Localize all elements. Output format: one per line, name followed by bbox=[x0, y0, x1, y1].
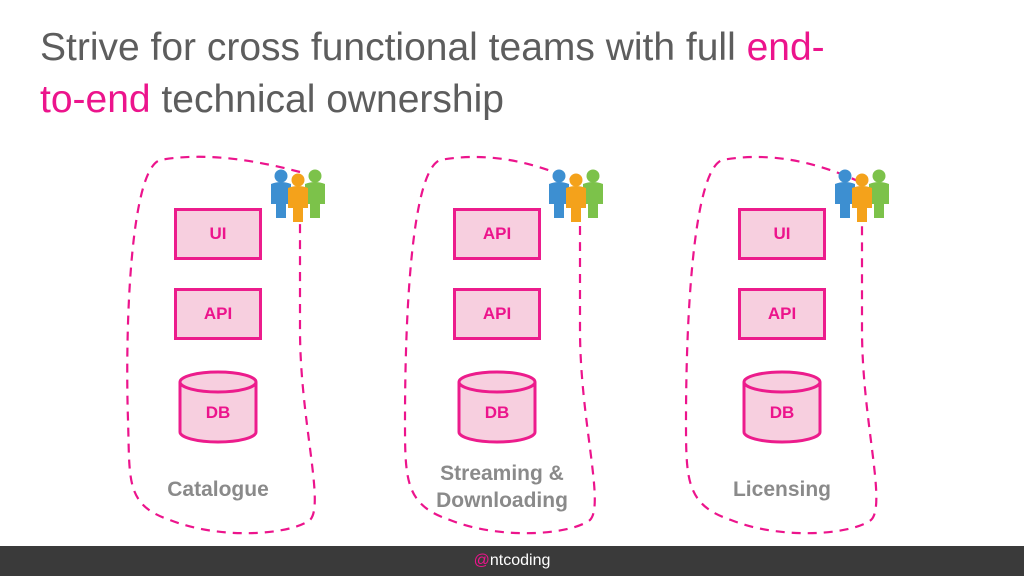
handle-text: ntcoding bbox=[489, 552, 551, 569]
team-name-line: Downloading bbox=[436, 489, 568, 512]
database-cylinder-icon bbox=[742, 370, 822, 444]
title-part3: technical ownership bbox=[150, 78, 504, 121]
layer-box-ui: UI bbox=[174, 208, 262, 260]
team-name-catalogue: Catalogue bbox=[167, 478, 269, 501]
team-name-licensing: Licensing bbox=[732, 478, 832, 501]
db-label: DB bbox=[484, 403, 510, 422]
title-accent-1: end- bbox=[746, 26, 825, 69]
database-cylinder-icon bbox=[178, 370, 258, 444]
slide-title: Strive for cross functional teams with f… bbox=[40, 22, 1000, 126]
team-name-line: Streaming & bbox=[440, 462, 564, 485]
team-boundary-licensing bbox=[684, 155, 878, 535]
team-boundary-catalogue bbox=[126, 155, 316, 535]
twitter-handle: @ntcoding bbox=[0, 552, 1024, 570]
layer-box-api: API bbox=[738, 288, 826, 340]
db-label: DB bbox=[769, 403, 795, 422]
layer-box-api: API bbox=[174, 288, 262, 340]
db-label: DB bbox=[205, 403, 231, 422]
title-accent-2: to-end bbox=[40, 78, 151, 121]
team-name-streaming: Streaming & Downloading bbox=[412, 460, 592, 514]
layer-box-api: API bbox=[453, 288, 541, 340]
team-boundary-streaming bbox=[403, 155, 596, 535]
team-people-icon bbox=[835, 169, 889, 222]
title-part1: Strive for cross functional teams with f… bbox=[40, 26, 747, 69]
team-diagram bbox=[126, 155, 889, 535]
layer-box-ui: UI bbox=[738, 208, 826, 260]
database-cylinder-icon bbox=[457, 370, 537, 444]
layer-box-api: API bbox=[453, 208, 541, 260]
footer-bar: @ntcoding bbox=[0, 546, 1024, 576]
at-symbol: @ bbox=[473, 552, 490, 569]
team-people-icon bbox=[549, 169, 603, 222]
team-people-icon bbox=[271, 169, 325, 222]
